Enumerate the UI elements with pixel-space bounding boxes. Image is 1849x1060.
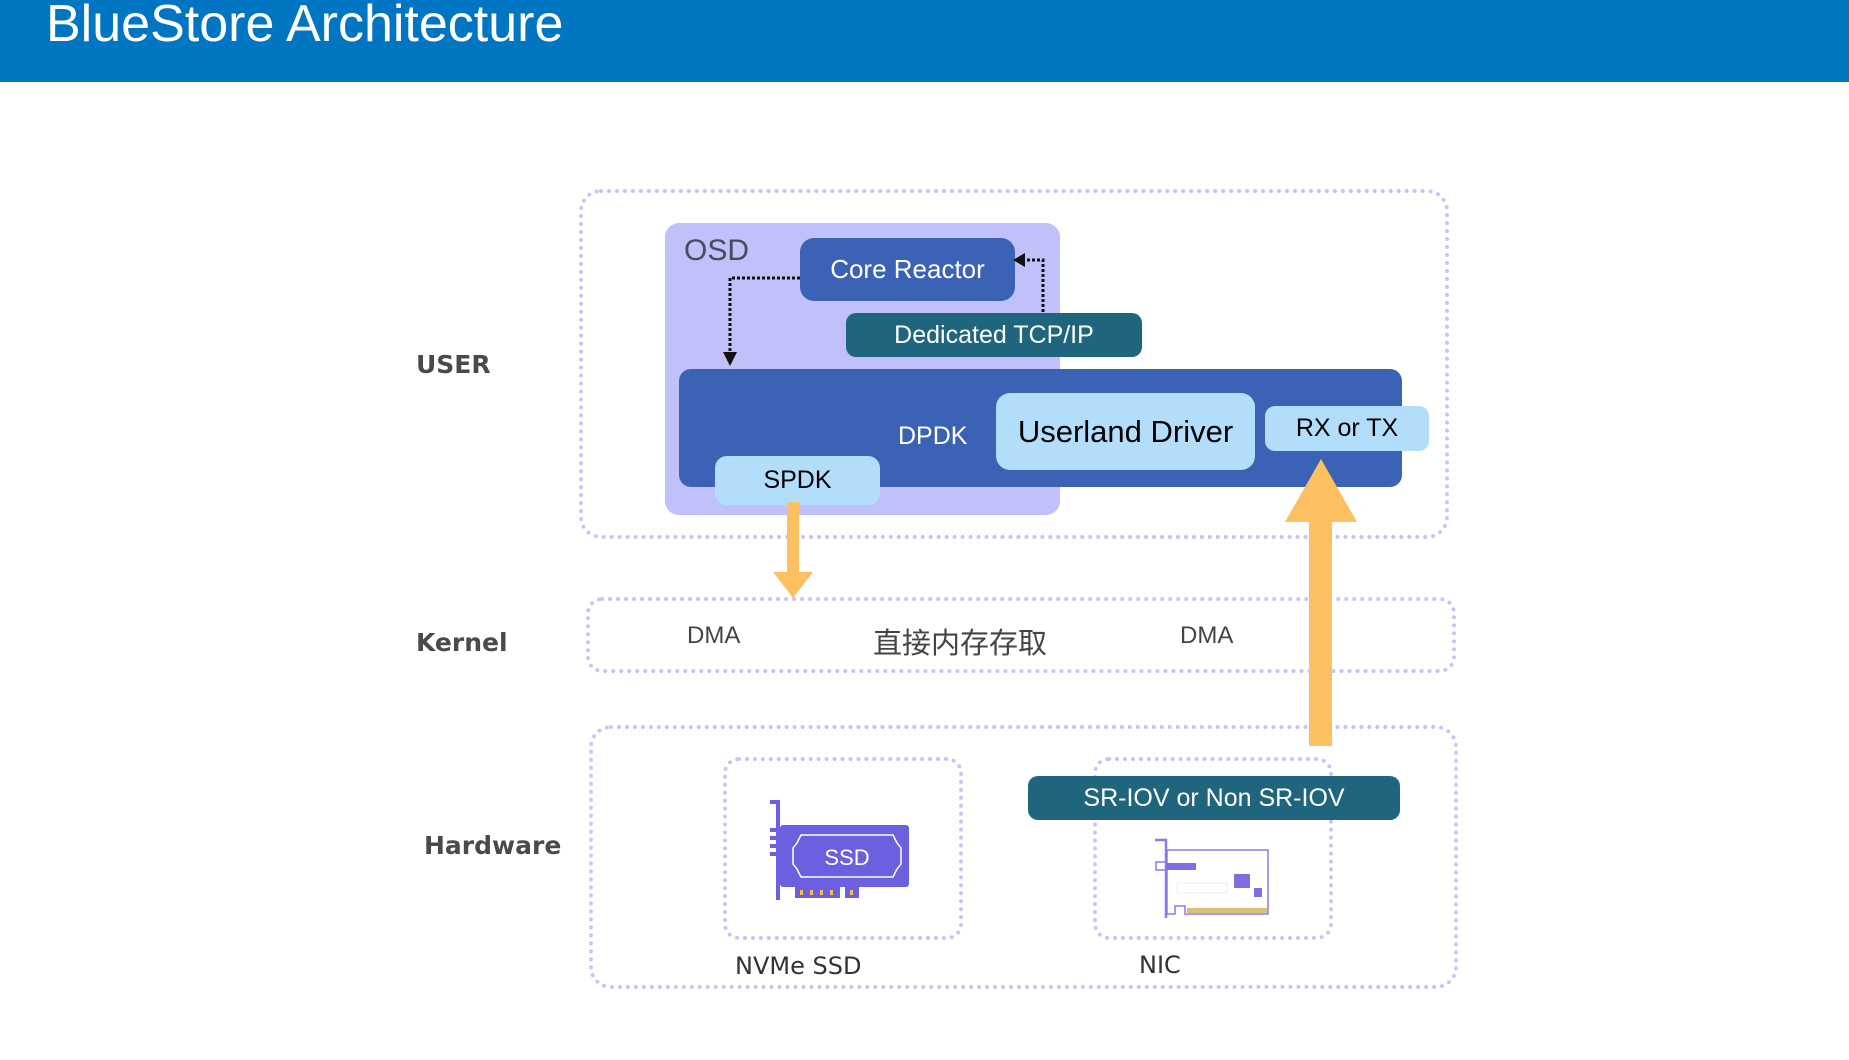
dma-right-label: DMA — [1180, 622, 1234, 649]
osd-flow-connectors — [723, 253, 1045, 366]
nic-caption: NIC — [1139, 951, 1181, 979]
page-title: BlueStore Architecture — [46, 0, 564, 53]
userland-driver-label: Userland Driver — [1017, 413, 1234, 449]
spdk-box: SPDK — [715, 456, 880, 505]
ssd-card-icon: SSD — [770, 800, 909, 900]
dpdk-label: DPDK — [898, 422, 968, 450]
layer-label-user: USER — [416, 350, 491, 379]
sriov-label: SR-IOV or Non SR-IOV — [1083, 783, 1345, 812]
core-reactor-label: Core Reactor — [830, 254, 985, 284]
dedicated-tcpip-label: Dedicated TCP/IP — [894, 320, 1094, 349]
dma-left-label: DMA — [687, 622, 741, 649]
core-reactor-box: Core Reactor — [800, 238, 1015, 301]
kernel-space-container — [586, 597, 1456, 673]
rx-tx-box: RX or TX — [1265, 406, 1429, 451]
nvme-ssd-caption: NVMe SSD — [735, 952, 862, 980]
rx-tx-label: RX or TX — [1295, 414, 1399, 442]
header-bar — [0, 0, 1849, 82]
sriov-box: SR-IOV or Non SR-IOV — [1028, 776, 1400, 820]
user-space-container — [579, 189, 1449, 539]
nvme-ssd-container — [723, 757, 963, 940]
reactor-to-dpdk-connector — [728, 276, 800, 352]
osd-label: OSD — [684, 234, 750, 267]
layer-label-hardware: Hardware — [424, 831, 562, 860]
ssd-chip-label: SSD — [824, 845, 869, 870]
spdk-arrowhead-icon — [773, 572, 813, 598]
nic-container — [1093, 757, 1333, 940]
down-arrowhead-icon — [723, 352, 737, 366]
dma-chinese-label: 直接内存存取 — [873, 628, 1048, 660]
tcpip-to-reactor-connector — [1025, 258, 1045, 312]
layer-label-kernel: Kernel — [416, 628, 508, 657]
nic-card-icon — [1155, 838, 1269, 918]
userland-driver-box: Userland Driver — [996, 393, 1255, 470]
left-arrowhead-icon — [1013, 253, 1025, 267]
hardware-space-container — [589, 725, 1458, 989]
spdk-label: SPDK — [763, 466, 832, 494]
dedicated-tcpip-box: Dedicated TCP/IP — [846, 313, 1142, 357]
